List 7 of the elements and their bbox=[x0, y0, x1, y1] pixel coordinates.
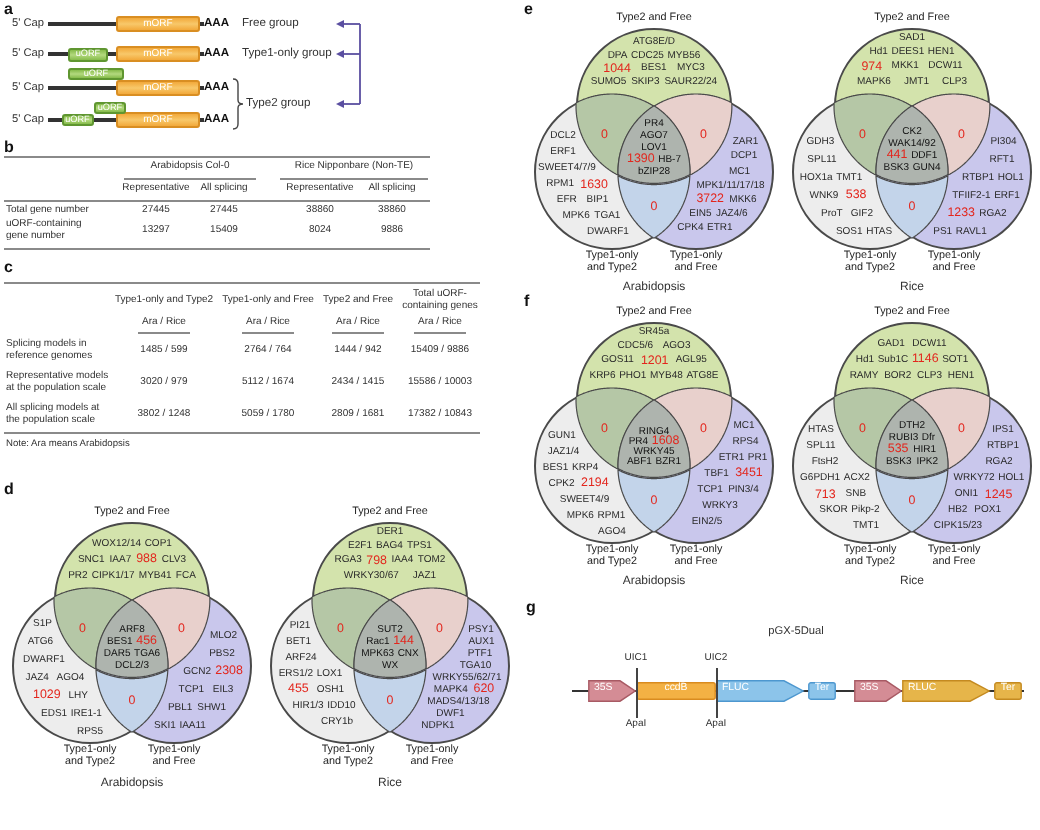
panel-letter: f bbox=[524, 292, 530, 311]
panel-letter: a bbox=[4, 0, 13, 18]
panel-letter: d bbox=[4, 480, 14, 499]
panel-letter: b bbox=[4, 138, 14, 157]
panel-letter: g bbox=[526, 598, 536, 617]
panel-letter: c bbox=[4, 258, 13, 277]
panel-letter: e bbox=[524, 0, 533, 19]
